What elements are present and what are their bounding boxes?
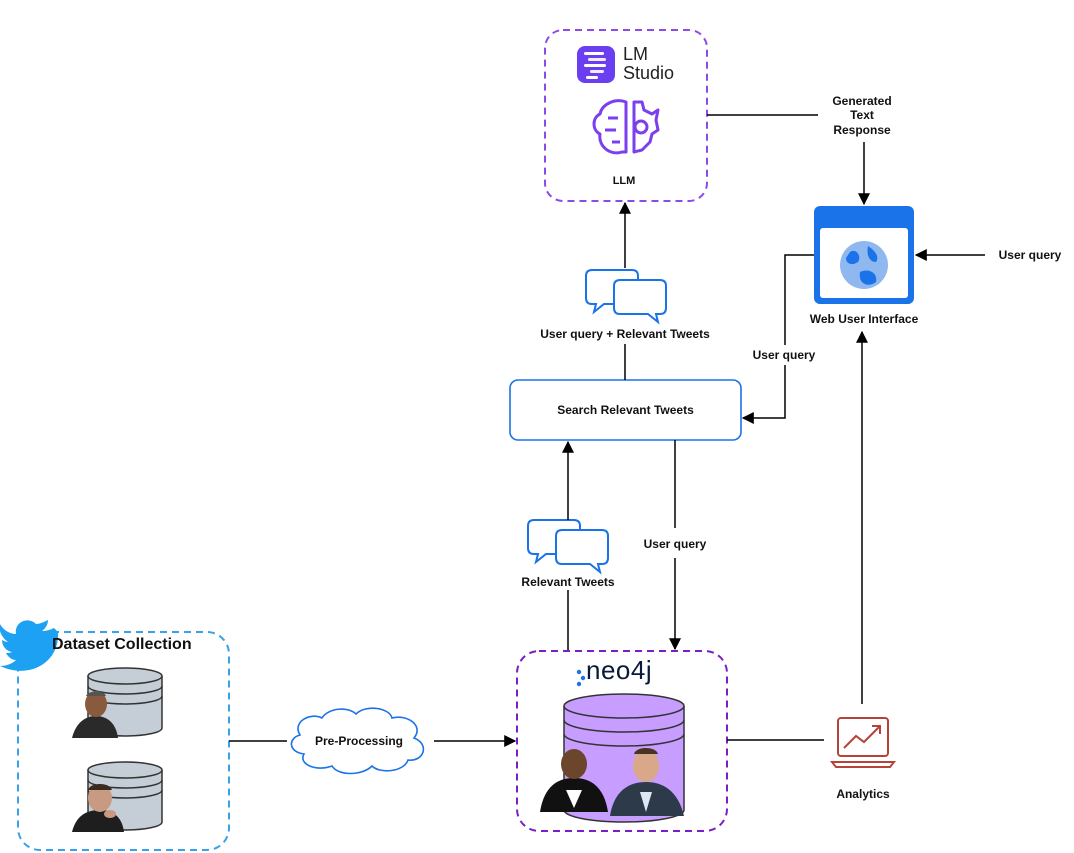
chat-bubbles-icon-upper — [585, 269, 667, 325]
generated-response-line2: Text — [850, 108, 874, 122]
analytics-trend-icon — [829, 717, 897, 768]
dataset-title: Dataset Collection — [52, 636, 192, 653]
neo4j-container — [516, 650, 728, 832]
neo4j-dots-icon — [576, 669, 586, 687]
user-query-external-label: User query — [998, 248, 1062, 262]
query-plus-tweets-label: User query + Relevant Tweets — [540, 327, 710, 341]
web-browser-icon — [814, 206, 914, 304]
preprocessing-label: Pre-Processing — [314, 734, 404, 748]
lm-studio-logo-icon — [577, 46, 615, 83]
analytics-label: Analytics — [836, 787, 890, 801]
person-avatar-icon-1 — [72, 691, 118, 738]
chat-bubbles-icon-lower — [527, 519, 609, 575]
web-ui-label: Web User Interface — [809, 312, 919, 326]
persons-photo-icon — [540, 748, 684, 816]
edge-webui-to-search — [743, 254, 814, 418]
llm-label: LLM — [612, 175, 636, 187]
search-box-label: Search Relevant Tweets — [557, 403, 694, 417]
neo4j-logo-text: neo4j — [586, 655, 653, 685]
twitter-bird-icon — [0, 620, 59, 671]
preprocessing-cloud — [290, 707, 425, 775]
relevant-tweets-label: Relevant Tweets — [521, 575, 615, 589]
lm-studio-brand-line2: Studio — [623, 63, 675, 83]
user-query-to-search-label: User query — [752, 348, 816, 362]
brain-gear-icon — [592, 99, 660, 155]
lm-studio-brand-line1: LM — [623, 44, 649, 64]
person-avatar-icon-2 — [72, 784, 124, 832]
user-query-to-db-label: User query — [643, 537, 707, 551]
generated-response-line3: Response — [833, 123, 891, 137]
generated-response-line1: Generated — [832, 94, 892, 108]
